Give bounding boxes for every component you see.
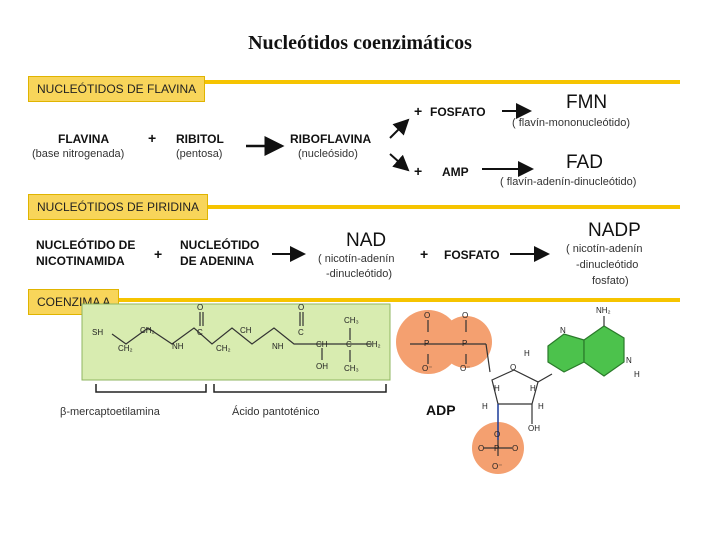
- bracket-pantotenico: [213, 384, 387, 393]
- label-nicotinamida: NICOTINAMIDA: [36, 254, 125, 268]
- atom-h: H: [538, 402, 544, 411]
- label-flavina: FLAVINA: [58, 132, 110, 146]
- plus-sign: +: [414, 163, 423, 179]
- label-nad: NAD: [346, 230, 387, 251]
- label-mercaptoetilamina: β-mercaptoetilamina: [60, 406, 160, 418]
- label-nadp-sub3: fosfato): [592, 275, 629, 287]
- atom-ch2: CH₂: [118, 344, 133, 353]
- label-nad-sub1: ( nicotín-adenín: [318, 253, 395, 265]
- atom-nh: NH: [272, 342, 284, 351]
- label-flavina-sub: (base nitrogenada): [32, 148, 125, 160]
- section-divider-coenzima: [28, 298, 680, 302]
- atom-h: H: [494, 384, 500, 393]
- adenine-pyrimidine-ring: [583, 325, 625, 377]
- plus-sign: +: [414, 103, 423, 119]
- plus-sign: +: [154, 246, 163, 262]
- plus-sign: +: [420, 246, 429, 262]
- arrow-to-fosfato: [389, 118, 410, 139]
- atom-c: C: [346, 340, 352, 349]
- coa-pantetheine-box: [81, 303, 391, 381]
- atom-o-minus: O⁻: [492, 462, 503, 471]
- atom-o-minus: O⁻: [422, 364, 433, 373]
- label-ribitol-sub: (pentosa): [176, 148, 223, 160]
- ribose-ring: [491, 369, 539, 405]
- label-nadp-sub1: ( nicotín-adenín: [566, 243, 643, 255]
- section-label-flavina: NUCLEÓTIDOS DE FLAVINA: [28, 76, 206, 102]
- atom-ch: CH: [316, 340, 328, 349]
- label-amp: AMP: [442, 165, 469, 179]
- arrow-to-amp: [389, 153, 410, 172]
- atom-o: O: [462, 311, 469, 320]
- atom-o-minus: O⁻: [460, 364, 471, 373]
- atom-ch: CH: [240, 326, 252, 335]
- label-riboflavina: RIBOFLAVINA: [290, 132, 372, 146]
- label-fosfato-2: FOSFATO: [444, 248, 500, 262]
- atom-ch2: CH₂: [216, 344, 231, 353]
- section-label-piridina: NUCLEÓTIDOS DE PIRIDINA: [28, 194, 209, 220]
- atom-c: C: [298, 328, 304, 337]
- section-divider-piridina: [28, 205, 680, 209]
- atom-oh: OH: [316, 362, 328, 371]
- atom-o: O: [512, 444, 519, 453]
- label-fad: FAD: [566, 152, 603, 173]
- plus-sign: +: [148, 130, 157, 146]
- atom-sh: SH: [92, 328, 104, 337]
- atom-o: O: [197, 303, 204, 312]
- atom-p: P: [494, 444, 500, 453]
- atom-o: O: [478, 444, 485, 453]
- atom-nh2: NH₂: [596, 306, 611, 315]
- atom-h: H: [634, 370, 640, 379]
- atom-ch3: CH₃: [344, 364, 359, 373]
- label-fmn-sub: ( flavín-mononucleótido): [512, 117, 631, 129]
- label-fosfato: FOSFATO: [430, 105, 486, 119]
- atom-h: H: [524, 349, 530, 358]
- label-nucleotido: NUCLEÓTIDO: [180, 238, 260, 252]
- label-de-adenina: DE ADENINA: [180, 254, 255, 268]
- atom-h: H: [482, 402, 488, 411]
- label-nadp-sub2: -dinucleótido: [576, 259, 639, 271]
- atom-o: O: [424, 311, 431, 320]
- atom-ch3: CH₃: [344, 316, 359, 325]
- atom-nh: NH: [172, 342, 184, 351]
- atom-o: O: [494, 430, 501, 439]
- label-nucleotido-de: NUCLEÓTIDO DE: [36, 238, 136, 252]
- atom-p: P: [424, 339, 430, 348]
- atom-n: N: [626, 356, 632, 365]
- atom-h: H: [530, 384, 536, 393]
- adenine-imidazole-ring: [547, 333, 585, 373]
- atom-ch2: CH₂: [140, 326, 155, 335]
- atom-p: P: [462, 339, 468, 348]
- label-adp: ADP: [426, 402, 456, 418]
- atom-n: N: [560, 326, 566, 335]
- bracket-mercaptoetilamina: [95, 384, 207, 393]
- atom-ch2: CH₂: [366, 340, 381, 349]
- phosphate-circle-1: [396, 310, 460, 374]
- phosphate-circle-2: [440, 316, 492, 368]
- atom-o: O: [510, 363, 517, 372]
- page-title: Nucleótidos coenzimáticos: [248, 32, 472, 54]
- coa-chain-bonds: [111, 327, 372, 345]
- label-fad-sub: ( flavín-adenín-dinucleótido): [500, 176, 637, 188]
- atom-o: O: [298, 303, 305, 312]
- section-divider-flavina: [28, 80, 680, 84]
- label-ribitol: RIBITOL: [176, 132, 224, 146]
- label-riboflavina-sub: (nucleósido): [298, 148, 358, 160]
- label-fmn: FMN: [566, 92, 608, 113]
- atom-oh: OH: [528, 424, 540, 433]
- label-nadp: NADP: [588, 220, 641, 241]
- label-nad-sub2: -dinucleótido): [326, 268, 393, 280]
- label-acido-pantotenico: Ácido pantoténico: [232, 406, 320, 418]
- atom-c: C: [197, 328, 203, 337]
